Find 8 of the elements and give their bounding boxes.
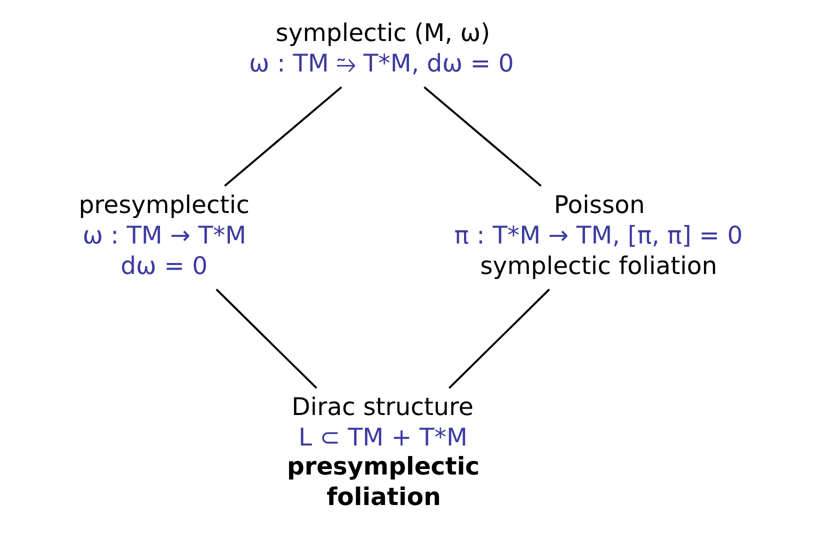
connector	[423, 86, 542, 187]
node-text: Dirac structure L ⊂ TM + T*M presymplectic foliation	[286, 392, 480, 511]
connector	[224, 86, 342, 187]
node-text: presymplectic ω : TM → T*M dω = 0	[78, 190, 250, 280]
connector	[448, 288, 550, 389]
connector	[215, 288, 317, 389]
node-text: Poisson π : T*M → TM, [π, π] = 0 symplectic foliation	[454, 190, 742, 280]
node-text: symplectic (M, ω) ω : TM ⥲ T*M, dω = 0	[248, 18, 514, 78]
